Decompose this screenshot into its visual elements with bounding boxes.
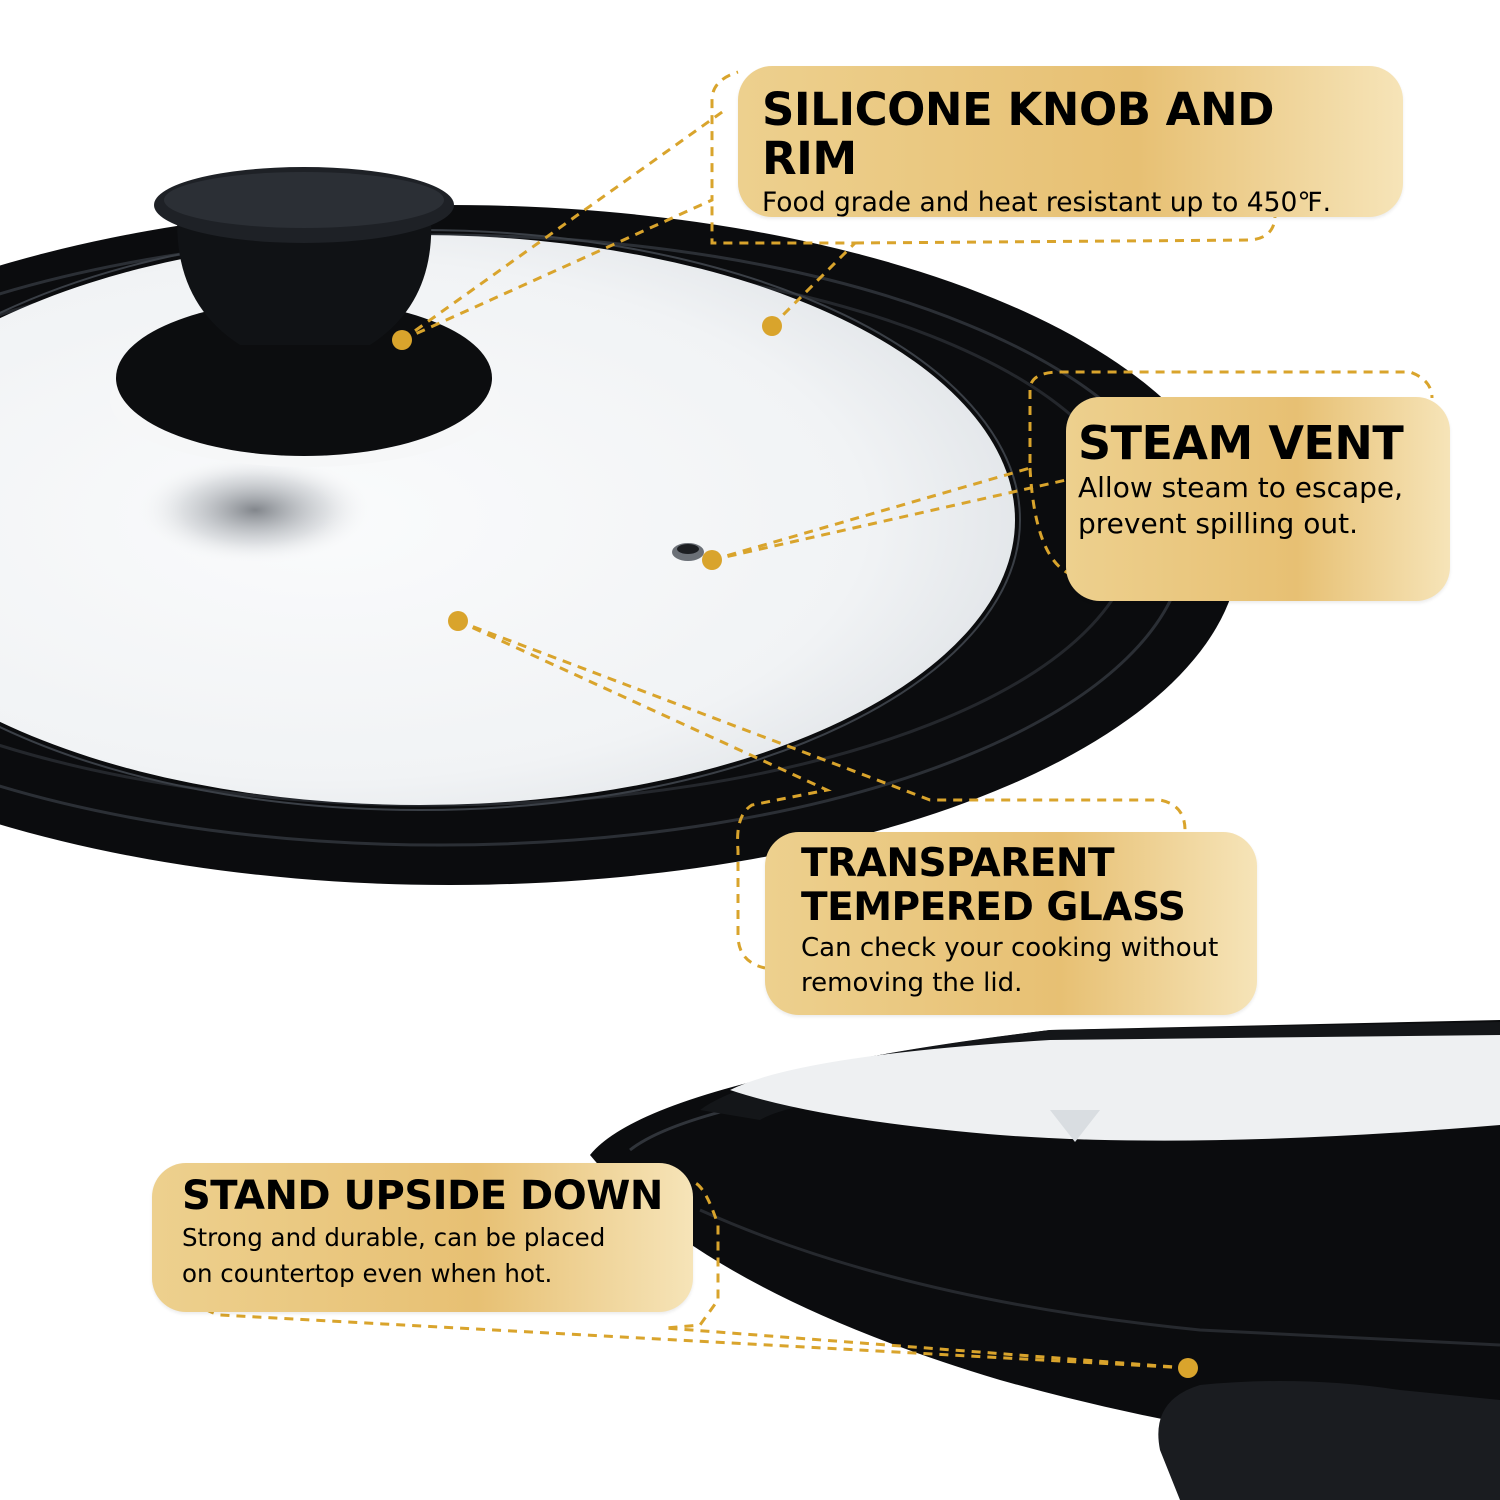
main-lid: [0, 167, 1240, 885]
callout-desc: Food grade and heat resistant up to 450℉…: [762, 187, 1332, 219]
callout-desc-line2: removing the lid.: [801, 967, 1023, 998]
callout-title: STAND UPSIDE DOWN: [182, 1173, 663, 1219]
rim-dot: [762, 316, 782, 336]
callout-title: STEAM VENT: [1078, 416, 1404, 470]
callout-desc-line1: Can check your cooking without: [801, 933, 1219, 964]
callout-title-line1: TRANSPARENT: [801, 841, 1115, 886]
callout-desc-line2: on countertop even when hot.: [182, 1258, 553, 1288]
callout-desc-line1: Strong and durable, can be placed: [182, 1223, 606, 1253]
callout-tempered-glass: TRANSPARENT TEMPERED GLASS Can check you…: [765, 832, 1257, 1015]
callout-bg-stand: [152, 1163, 693, 1312]
stand-dot: [1178, 1358, 1198, 1378]
callout-steam-vent: STEAM VENT Allow steam to escape, preven…: [1066, 397, 1450, 601]
steam-vent-icon: [672, 543, 704, 561]
callout-stand-upside-down: STAND UPSIDE DOWN Strong and durable, ca…: [152, 1163, 693, 1312]
callout-title: SILICONE KNOB AND RIM: [762, 83, 1275, 185]
callout-title-line2: TEMPERED GLASS: [801, 885, 1186, 931]
callout-bg-glass: [765, 832, 1257, 1015]
callout-desc-line2: prevent spilling out.: [1078, 506, 1358, 540]
callout-desc-line1: Allow steam to escape,: [1078, 470, 1404, 504]
callout-bg-vent: [1066, 397, 1450, 601]
callout-silicone-knob-rim: SILICONE KNOB AND RIM Food grade and hea…: [738, 66, 1403, 219]
knob-underside: [1158, 1381, 1500, 1500]
upside-down-lid: [590, 1020, 1500, 1500]
knob-shadow: [135, 455, 375, 565]
leader-dots: [392, 316, 1198, 1378]
glass-dot: [448, 611, 468, 631]
vent-dot: [702, 550, 722, 570]
knob-dot: [392, 330, 412, 350]
callout-bg-knob: [738, 66, 1403, 217]
